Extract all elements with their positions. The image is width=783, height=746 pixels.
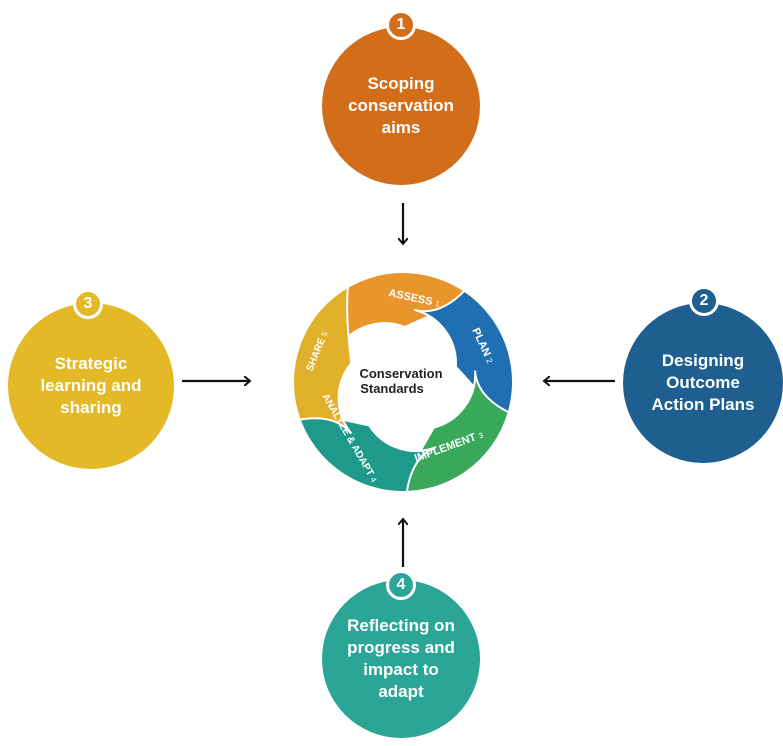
cycle-center-hub	[348, 327, 458, 437]
cycle-segment-analyze-adapt	[294, 403, 437, 493]
step-2-circle: Designing Outcome Action Plans	[623, 303, 783, 463]
cycle-segment-share	[292, 284, 353, 435]
step-1-label: Scoping conservation aims	[348, 74, 454, 137]
step-3-number-badge: 3	[73, 289, 103, 319]
cycle-segment-plan	[414, 289, 514, 429]
cycle-swirl	[292, 271, 514, 493]
step-2-number-badge: 2	[689, 286, 719, 316]
step-4-number-badge: 4	[386, 570, 416, 600]
step-3-label: Strategic learning and sharing	[40, 354, 142, 417]
center-title-line1: Conservation	[359, 366, 442, 381]
step-3-circle: Strategic learning and sharing	[8, 303, 174, 469]
cycle-segment-implement	[389, 370, 510, 493]
center-title-line2: Standards	[360, 381, 424, 396]
step-2-label: Designing Outcome Action Plans	[651, 351, 755, 414]
step-1-number-badge: 1	[386, 10, 416, 40]
step-4-circle: Reflecting on progress and impact to ada…	[322, 580, 480, 738]
step-1-circle: Scoping conservation aims	[322, 27, 480, 185]
step-4-label: Reflecting on progress and impact to ada…	[347, 616, 455, 701]
